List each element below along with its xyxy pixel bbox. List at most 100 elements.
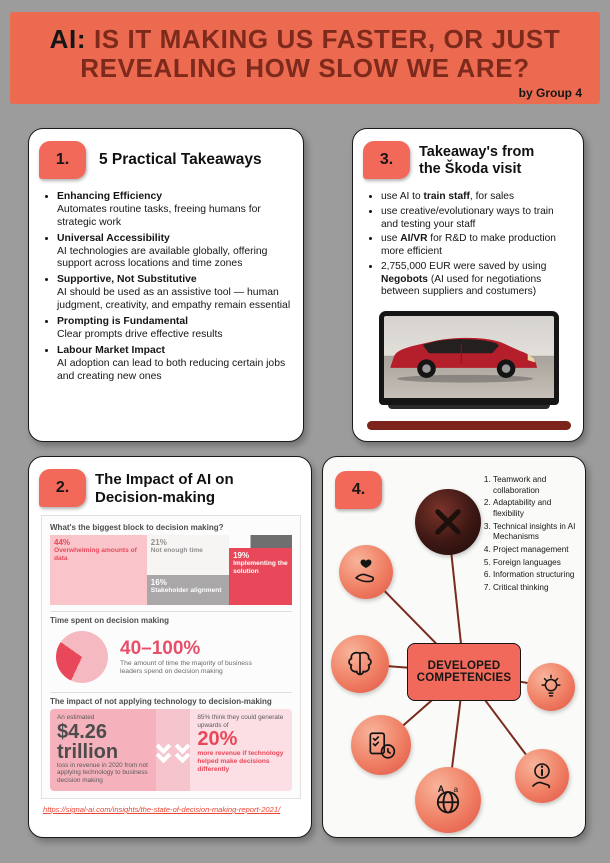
down-arrow-icon bbox=[175, 738, 191, 764]
visit-item: 2,755,000 EUR were saved by using Negobo… bbox=[381, 261, 573, 299]
hand-heart-icon bbox=[355, 559, 375, 583]
red-shelf-bar bbox=[367, 421, 571, 430]
visit-item: use AI to train staff, for sales bbox=[381, 191, 573, 204]
poster-title: AI: IS IT MAKING US FASTER, OR JUST REVE… bbox=[25, 24, 585, 84]
takeaway-item: Enhancing Efficiency Automates routine t… bbox=[57, 191, 293, 230]
source-link[interactable]: https://signal-ai.com/insights/the-state… bbox=[43, 805, 281, 814]
segment-percent: 44% bbox=[54, 538, 71, 547]
technical-insights-bubble bbox=[331, 635, 389, 693]
biggest-block-chart: 44% Overwhelming amounts of data 21% Not… bbox=[50, 535, 292, 605]
card3-title: Takeaway's from the Škoda visit bbox=[419, 144, 534, 179]
takeaway-heading: Labour Market Impact bbox=[57, 344, 165, 356]
competency-item: Foreign languages bbox=[493, 558, 577, 569]
svg-text:a: a bbox=[454, 785, 459, 794]
card-developed-competencies: 4. Teamwork and collaboration Adaptabili… bbox=[322, 456, 586, 838]
down-arrow-icon bbox=[156, 738, 172, 764]
competency-item: Project management bbox=[493, 545, 577, 556]
loss-value: $4.26 bbox=[57, 720, 108, 743]
card2-title-line2: Decision-making bbox=[95, 489, 216, 506]
center-box-line2: COMPETENCIES bbox=[416, 672, 512, 684]
divider bbox=[50, 611, 292, 612]
adaptability-bubble bbox=[339, 545, 393, 599]
takeaway-body: AI should be used as an assistive tool —… bbox=[57, 287, 291, 312]
takeaway-item: Universal Accessibility AI technologies … bbox=[57, 233, 293, 272]
visit-item-text: use AI to bbox=[381, 191, 424, 202]
visit-item-text: 2,755,000 EUR were saved by using bbox=[381, 260, 547, 272]
project-management-bubble bbox=[351, 715, 411, 775]
visit-item-text: use creative/evolutionary ways to train … bbox=[381, 205, 554, 230]
takeaway-body: AI technologies are available globally, … bbox=[57, 245, 268, 270]
time-spent-section: 40–100% The amount of time the majority … bbox=[50, 628, 292, 686]
infographic-question-1: What's the biggest block to decision mak… bbox=[50, 523, 224, 532]
card3-title-line2: the Škoda visit bbox=[419, 161, 522, 178]
segment-label: Overwhelming amounts of data bbox=[54, 547, 137, 562]
loss-prefix: An estimated bbox=[57, 714, 95, 721]
red-car-image bbox=[390, 337, 537, 383]
gain-caption: more revenue if technology helped make d… bbox=[197, 750, 284, 774]
foreign-languages-bubble: A a bbox=[415, 767, 481, 833]
takeaway-body: Clear prompts drive effective results bbox=[57, 328, 223, 340]
center-box-line1: DEVELOPED bbox=[427, 660, 501, 672]
card-ai-decision-making: 2. The Impact of AI on Decision-making W… bbox=[28, 456, 312, 838]
impact-section: An estimated $4.26 trillion loss in reve… bbox=[50, 709, 292, 791]
info-hand-icon bbox=[532, 763, 551, 789]
visit-item-bold: Negobots bbox=[381, 273, 428, 285]
laptop-hinge bbox=[388, 405, 550, 409]
visit-item-bold: train staff bbox=[423, 191, 470, 202]
developed-competencies-box: DEVELOPED COMPETENCIES bbox=[407, 643, 521, 701]
chart-segment-time: 21% Not enough time bbox=[146, 535, 230, 575]
pie-stat: 40–100% bbox=[120, 637, 201, 659]
teamwork-hands-icon bbox=[435, 509, 461, 535]
competencies-list: Teamwork and collaboration Adaptability … bbox=[481, 475, 577, 596]
task-clock-icon bbox=[369, 732, 396, 759]
card3-number-badge: 3. bbox=[363, 141, 410, 179]
poster-title-rest: IS IT MAKING US FASTER, OR JUST REVEALIN… bbox=[80, 24, 561, 84]
segment-percent: 16% bbox=[150, 578, 167, 587]
loss-stat-block: An estimated $4.26 trillion loss in reve… bbox=[50, 709, 157, 791]
takeaway-heading: Prompting is Fundamental bbox=[57, 316, 189, 328]
critical-thinking-bubble bbox=[527, 663, 575, 711]
byline: by Group 4 bbox=[518, 86, 582, 100]
poster-title-ai: AI: bbox=[49, 24, 87, 54]
brain-icon bbox=[348, 651, 372, 676]
laptop-screen bbox=[379, 311, 559, 405]
competency-item: Teamwork and collaboration bbox=[493, 475, 577, 496]
competency-item: Critical thinking bbox=[493, 583, 577, 594]
takeaway-body: AI adoption can lead to both reducing ce… bbox=[57, 357, 286, 382]
visit-item: use AI/VR for R&D to make production mor… bbox=[381, 233, 573, 259]
visit-item: use creative/evolutionary ways to train … bbox=[381, 206, 573, 232]
information-structuring-bubble bbox=[515, 749, 569, 803]
laptop-photo bbox=[379, 311, 559, 409]
language-globe-icon: A a bbox=[436, 784, 460, 814]
svg-text:A: A bbox=[438, 784, 445, 794]
card2-title-line1: The Impact of AI on bbox=[95, 471, 234, 488]
card-skoda-visit: 3. Takeaway's from the Škoda visit use A… bbox=[352, 128, 584, 442]
card2-number-badge: 2. bbox=[39, 469, 86, 507]
competency-item: Technical insights in AI Mechanisms bbox=[493, 522, 577, 543]
card3-title-line1: Takeaway's from bbox=[419, 144, 535, 160]
takeaway-item: Prompting is Fundamental Clear prompts d… bbox=[57, 316, 293, 342]
visit-item-text: (AI used for negotiations between suppli… bbox=[381, 273, 542, 298]
chart-segment-data: 44% Overwhelming amounts of data bbox=[50, 535, 147, 605]
visit-item-text: for R&D to make production more efficien… bbox=[381, 233, 556, 257]
chart-right-column: 19% Implementing the solution bbox=[229, 535, 292, 605]
segment-label: Stakeholder alignment bbox=[150, 587, 222, 594]
takeaway-heading: Enhancing Efficiency bbox=[57, 191, 163, 202]
takeaway-heading: Universal Accessibility bbox=[57, 232, 170, 244]
card4-number-badge: 4. bbox=[335, 471, 382, 509]
gain-stat-block: 85% think they could generate upwards of… bbox=[190, 709, 292, 791]
time-pie-chart bbox=[56, 631, 108, 683]
gain-value: 20% bbox=[197, 728, 238, 751]
loss-value-unit: trillion bbox=[57, 740, 119, 763]
pie-text: 40–100% The amount of time the majority … bbox=[120, 638, 260, 676]
card2-title: The Impact of AI on Decision-making bbox=[95, 471, 234, 507]
chart-middle-column: 21% Not enough time 16% Stakeholder alig… bbox=[146, 535, 230, 605]
takeaway-body: Automates routine tasks, freeing humans … bbox=[57, 203, 261, 228]
visit-item-bold: AI/VR bbox=[400, 233, 428, 245]
segment-label: Implementing the solution bbox=[233, 560, 288, 575]
chart-segment-alignment: 16% Stakeholder alignment bbox=[146, 575, 230, 605]
takeaways-list: Enhancing Efficiency Automates routine t… bbox=[57, 191, 293, 386]
title-banner: AI: IS IT MAKING US FASTER, OR JUST REVE… bbox=[10, 12, 600, 104]
segment-label: Not enough time bbox=[150, 547, 203, 554]
down-arrows bbox=[156, 709, 191, 791]
